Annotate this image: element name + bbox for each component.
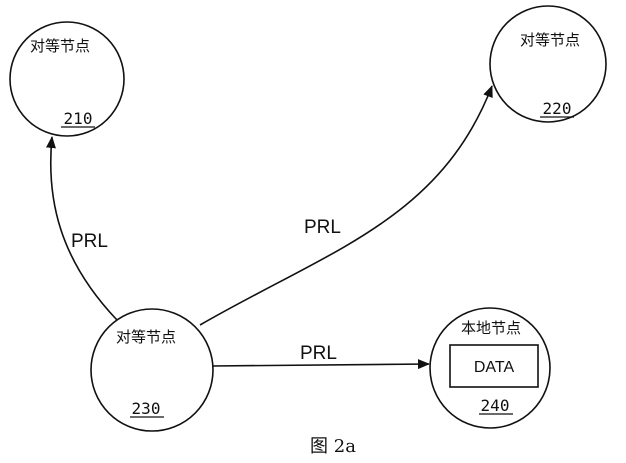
node-circle-230 xyxy=(90,308,214,432)
edge-label-230-210: PRL xyxy=(71,231,108,252)
edge-label-230-240: PRL xyxy=(300,343,337,364)
node-circle-240 xyxy=(429,307,551,429)
edge-230-to-210: PRL xyxy=(45,136,118,321)
node-circle-210 xyxy=(9,21,125,137)
node-id-220: 220 xyxy=(543,99,572,118)
data-box xyxy=(449,344,539,388)
node-title-220: 对等节点 xyxy=(520,31,580,49)
peer-node-210: 对等节点 210 xyxy=(9,21,125,137)
edge-230-to-220: PRL xyxy=(199,85,493,326)
node-title-210: 对等节点 xyxy=(30,37,90,55)
node-id-210: 210 xyxy=(64,109,93,128)
edge-label-230-220: PRL xyxy=(304,217,341,238)
edge-arrow-230-220 xyxy=(199,85,493,326)
figure-caption: 图 2a xyxy=(310,436,356,457)
node-circle-220 xyxy=(489,5,607,123)
node-id-230: 230 xyxy=(132,399,161,418)
edge-arrow-230-240 xyxy=(211,359,430,370)
local-node-240: 本地节点 DATA 240 xyxy=(429,307,551,429)
node-title-230: 对等节点 xyxy=(116,328,176,346)
edge-230-to-240: PRL xyxy=(211,343,430,370)
data-box-label: DATA xyxy=(474,359,515,376)
node-id-240: 240 xyxy=(481,396,510,415)
peer-node-220: 对等节点 220 xyxy=(489,5,607,123)
node-title-240: 本地节点 xyxy=(461,319,521,337)
peer-node-230: 对等节点 230 xyxy=(90,308,214,432)
edge-arrow-230-210 xyxy=(45,136,118,321)
